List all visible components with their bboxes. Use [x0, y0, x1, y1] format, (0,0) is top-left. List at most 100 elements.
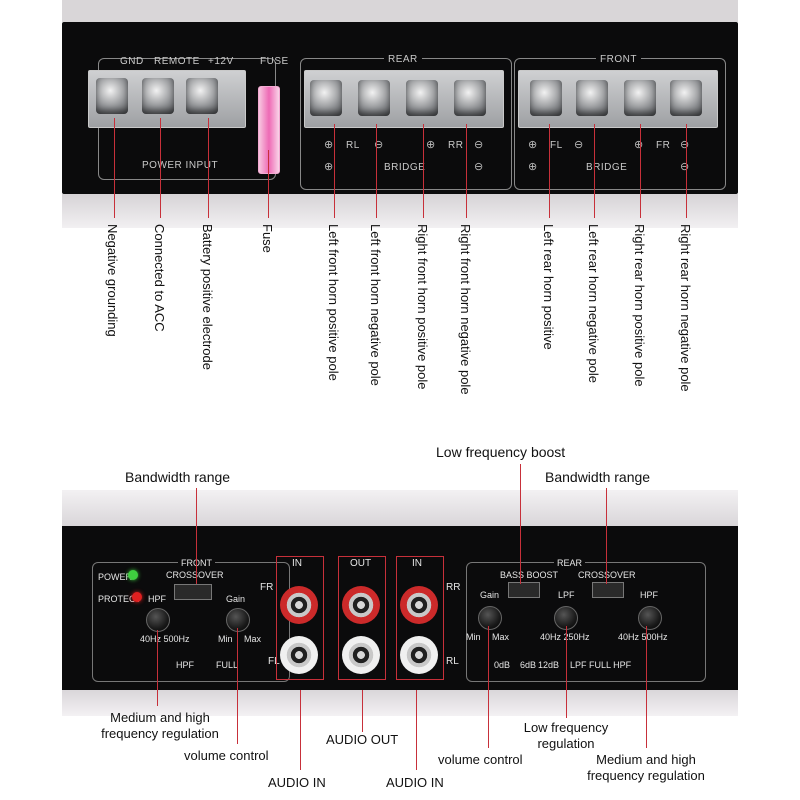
- rl-plus-terminal[interactable]: [310, 80, 342, 116]
- db12-label: 12dB: [538, 660, 560, 670]
- callout-lr-horn-negative: Left rear horn negative pole: [586, 224, 601, 383]
- rear-hpf-label: HPF: [640, 590, 658, 600]
- callout-battery-positive: Battery positive electrode: [200, 224, 215, 370]
- fr-minus-terminal[interactable]: [670, 80, 702, 116]
- rear-gain-knob[interactable]: [478, 606, 502, 630]
- callout-line-bandwidth-right: [606, 488, 607, 584]
- callout-line-12v: [208, 118, 209, 218]
- rear-label: REAR: [384, 54, 422, 65]
- top-panel-edge: [62, 0, 738, 22]
- front-in-label: IN: [292, 558, 302, 569]
- rear-gain-label: Gain: [480, 590, 500, 600]
- odb-label: 0dB: [494, 660, 511, 670]
- rear-in-l-jack[interactable]: [400, 636, 438, 674]
- rear-bridge-minus: ⊖: [474, 161, 484, 173]
- front-hpf-range: 40Hz 500Hz: [140, 634, 190, 644]
- rear-section-frame: [466, 562, 706, 682]
- fl-plus-terminal[interactable]: [530, 80, 562, 116]
- lpf-label: LPF: [558, 590, 575, 600]
- callout-lf-horn-negative: Left front horn negative pole: [368, 224, 383, 386]
- callout-rf-horn-positive: Right front horn positive pole: [415, 224, 430, 390]
- rl-input-label: RL: [446, 656, 459, 667]
- rear-in-r-jack[interactable]: [400, 586, 438, 624]
- callout-line-fr-minus: [686, 124, 687, 218]
- power-label: POWER: [98, 572, 133, 582]
- callout-line-audio-out: [362, 690, 363, 732]
- fuse-label: FUSE: [260, 56, 289, 67]
- rr-plus-terminal[interactable]: [406, 80, 438, 116]
- remote-terminal[interactable]: [142, 78, 174, 114]
- rear-bridge-label: BRIDGE: [384, 162, 426, 173]
- callout-rr-horn-positive: Right rear horn positive pole: [632, 224, 647, 387]
- callout-connected-acc: Connected to ACC: [152, 224, 167, 332]
- callout-mid-high-right: Medium and high frequency regulation: [587, 752, 705, 783]
- rl-label: RL: [346, 140, 360, 151]
- front-in-l-jack[interactable]: [280, 636, 318, 674]
- front-gain-max: Max: [244, 634, 262, 644]
- rr-minus-terminal[interactable]: [454, 80, 486, 116]
- callout-audio-out: AUDIO OUT: [326, 732, 399, 747]
- plus12v-terminal[interactable]: [186, 78, 218, 114]
- rear-hpf-knob[interactable]: [638, 606, 662, 630]
- callout-volume-right: volume control: [438, 752, 523, 767]
- callout-line-rr-plus: [423, 124, 424, 218]
- out-l-jack[interactable]: [342, 636, 380, 674]
- fr-minus-sym: ⊖: [680, 139, 690, 151]
- callout-line-bass-boost: [520, 464, 521, 584]
- callout-line-fr-plus: [640, 124, 641, 218]
- power-input-label: POWER INPUT: [142, 160, 219, 171]
- fl-minus-sym: ⊖: [574, 139, 584, 151]
- callout-rf-horn-negative: Right front horn negative pole: [458, 224, 473, 395]
- bass-boost-label: BASS BOOST: [500, 570, 559, 580]
- front-gain-label: Gain: [226, 594, 246, 604]
- callout-line-audio-in-left: [300, 690, 301, 770]
- db6-label: 6dB: [520, 660, 537, 670]
- callout-negative-grounding: Negative grounding: [105, 224, 120, 337]
- power-led: [128, 570, 138, 580]
- fr-input-label: FR: [260, 582, 274, 593]
- lpf-range: 40Hz 250Hz: [540, 632, 590, 642]
- callout-line-remote: [160, 118, 161, 218]
- bass-boost-switch[interactable]: [508, 582, 540, 598]
- fr-plus-terminal[interactable]: [624, 80, 656, 116]
- callout-line-fl-plus: [549, 124, 550, 218]
- callout-line-mid-high-right: [646, 626, 647, 748]
- front-gain-knob[interactable]: [226, 608, 250, 632]
- control-panel: POWER PROTECT FRONT CROSSOVER HPF 40Hz 5…: [62, 526, 738, 690]
- front-hpf-knob[interactable]: [146, 608, 170, 632]
- protect-label: PROTECT: [98, 594, 142, 604]
- rear-hpf-range: 40Hz 500Hz: [618, 632, 668, 642]
- lpf-full-hpf-label: LPF FULL HPF: [570, 660, 632, 670]
- front-in-r-jack[interactable]: [280, 586, 318, 624]
- audio-out-box: [338, 556, 386, 680]
- out-r-jack[interactable]: [342, 586, 380, 624]
- front-crossover-switch[interactable]: [174, 584, 212, 600]
- callout-audio-in-left: AUDIO IN: [268, 775, 326, 790]
- rear-crossover-switch[interactable]: [592, 582, 624, 598]
- rear-label: REAR: [554, 558, 586, 568]
- rear-in-label: IN: [412, 558, 422, 569]
- callout-volume-left: volume control: [184, 748, 269, 763]
- callout-line-fl-minus: [594, 124, 595, 218]
- gnd-terminal[interactable]: [96, 78, 128, 114]
- front-gain-min: Min: [218, 634, 233, 644]
- callout-line-volume-right: [488, 626, 489, 748]
- rl-minus-terminal[interactable]: [358, 80, 390, 116]
- remote-label: REMOTE: [154, 56, 200, 67]
- fr-plus-sym: ⊕: [634, 139, 644, 151]
- rr-plus-sym: ⊕: [426, 139, 436, 151]
- callout-line-bandwidth-left: [196, 488, 197, 584]
- fuse[interactable]: [258, 86, 280, 174]
- fl-minus-terminal[interactable]: [576, 80, 608, 116]
- callout-low-frequency-boost: Low frequency boost: [436, 444, 566, 460]
- front-crossover-label: CROSSOVER: [166, 570, 224, 580]
- rr-label: RR: [448, 140, 464, 151]
- fl-label: FL: [550, 140, 563, 151]
- callout-low-freq-regulation: Low frequency regulation: [523, 720, 609, 751]
- callout-bandwidth-range-left: Bandwidth range: [125, 469, 231, 485]
- callout-rr-horn-negative: Right rear horn negative pole: [678, 224, 693, 392]
- front-label: FRONT: [596, 54, 641, 65]
- top-panel-bottom-edge: [62, 194, 738, 228]
- callout-line-fuse: [268, 150, 269, 218]
- callout-line-gnd: [114, 118, 115, 218]
